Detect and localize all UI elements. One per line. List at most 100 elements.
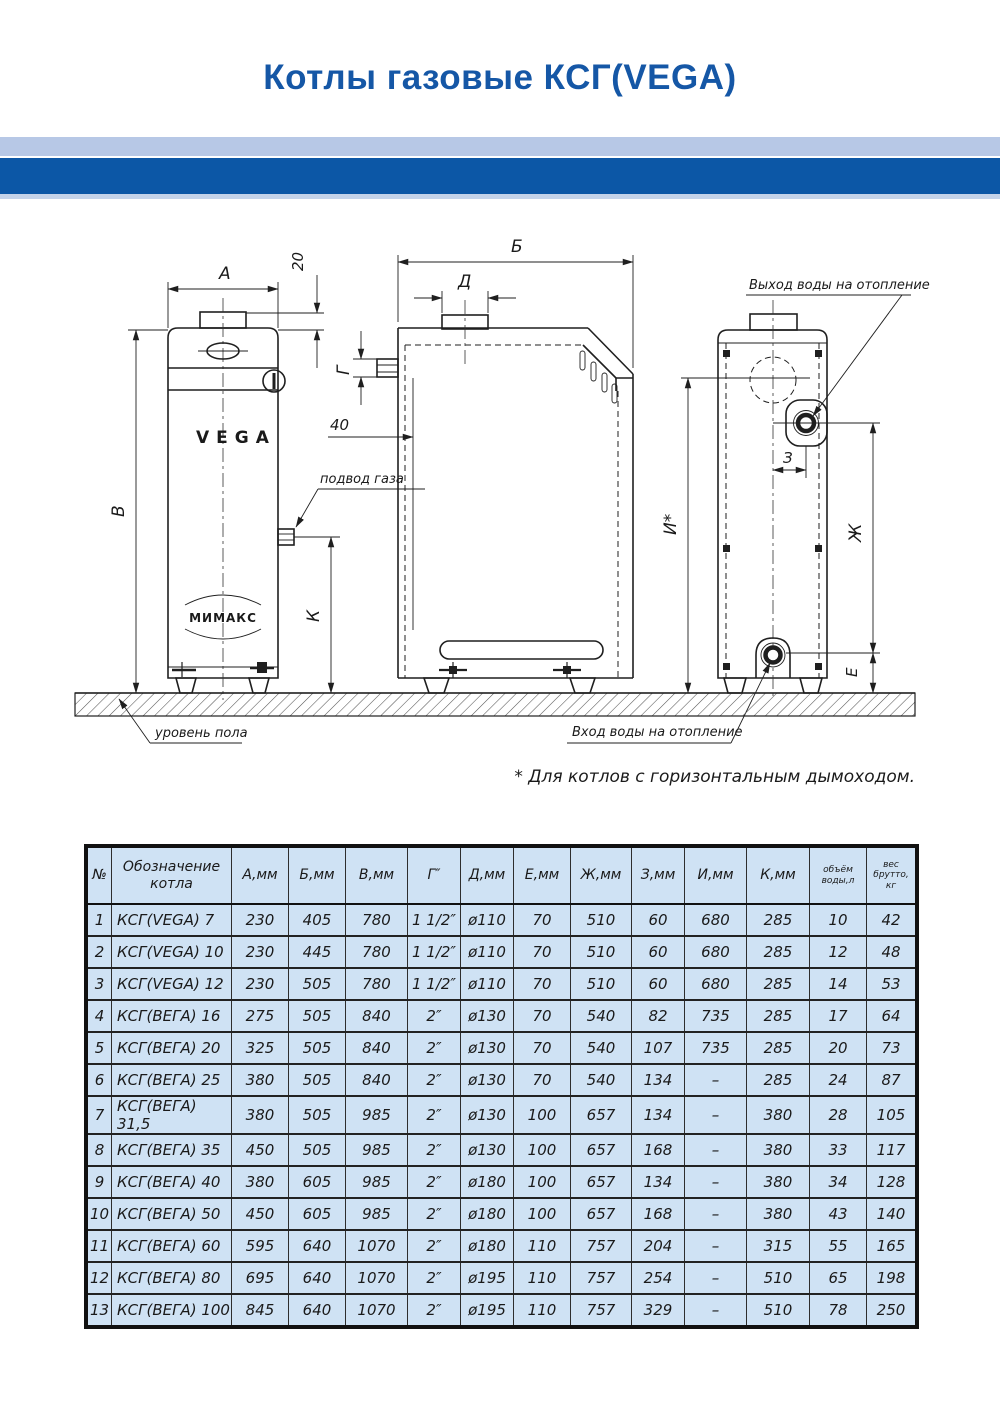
dim-label-a: А xyxy=(218,264,231,284)
table-cell: 505 xyxy=(288,1063,346,1097)
table-cell: 735 xyxy=(684,1031,747,1065)
table-cell: 100 xyxy=(513,1165,571,1199)
table-cell: 505 xyxy=(288,1133,346,1167)
table-cell: 60 xyxy=(631,967,685,1001)
table-cell: 780 xyxy=(345,935,408,969)
table-cell: 110 xyxy=(513,1261,571,1295)
table-cell: 10 xyxy=(86,1197,112,1231)
table-cell: КСГ(ВЕГА) 80 xyxy=(111,1261,232,1295)
table-cell: 3 xyxy=(86,967,112,1001)
brand-label: VEGA xyxy=(196,428,276,448)
table-cell: 605 xyxy=(288,1165,346,1199)
table-cell: 2″ xyxy=(407,999,461,1033)
table-cell: 1070 xyxy=(345,1293,408,1328)
table-cell: 117 xyxy=(866,1133,917,1167)
table-cell: 8 xyxy=(86,1133,112,1167)
table-cell: 595 xyxy=(231,1229,289,1263)
table-cell: – xyxy=(684,1261,747,1295)
table-cell: 2″ xyxy=(407,1133,461,1167)
table-cell: 285 xyxy=(746,967,810,1001)
table-cell: 985 xyxy=(345,1095,408,1135)
table-cell: 540 xyxy=(570,1063,632,1097)
table-cell: 140 xyxy=(866,1197,917,1231)
table-cell: 1 1/2″ xyxy=(407,903,461,937)
table-cell: КСГ(ВЕГА) 31,5 xyxy=(111,1095,232,1135)
table-cell: 780 xyxy=(345,967,408,1001)
table-cell: 329 xyxy=(631,1293,685,1328)
table-cell: КСГ(ВЕГА) 50 xyxy=(111,1197,232,1231)
table-header-cell: И,мм xyxy=(684,846,747,905)
dim-label-v: В xyxy=(109,505,129,517)
table-cell: 230 xyxy=(231,967,289,1001)
dim-label-20: 20 xyxy=(289,252,307,271)
table-cell: 2″ xyxy=(407,1261,461,1295)
table-cell: 198 xyxy=(866,1261,917,1295)
table-cell: 450 xyxy=(231,1197,289,1231)
dim-label-e: Е xyxy=(843,667,861,677)
table-cell: 34 xyxy=(809,1165,867,1199)
table-cell: 640 xyxy=(288,1261,346,1295)
table-cell: 204 xyxy=(631,1229,685,1263)
table-cell: 73 xyxy=(866,1031,917,1065)
table-cell: 285 xyxy=(746,1031,810,1065)
table-cell: 505 xyxy=(288,967,346,1001)
table-cell: 640 xyxy=(288,1293,346,1328)
table-cell: – xyxy=(684,1133,747,1167)
decor-band-light-thin xyxy=(0,194,1000,199)
table-cell: 43 xyxy=(809,1197,867,1231)
table-cell: 2″ xyxy=(407,1197,461,1231)
table-cell: 48 xyxy=(866,935,917,969)
table-cell: ø195 xyxy=(460,1293,514,1328)
table-cell: 2″ xyxy=(407,1095,461,1135)
drawing-footnote: * Для котлов с горизонтальным дымоходом. xyxy=(514,767,915,787)
table-cell: 985 xyxy=(345,1165,408,1199)
decor-band-light xyxy=(0,137,1000,156)
table-cell: 12 xyxy=(809,935,867,969)
water-outlet-label: Выход воды на отопление xyxy=(749,278,930,293)
dim-label-z: З xyxy=(783,449,793,467)
dim-label-b: Б xyxy=(511,237,523,257)
floor-hatch: уровень пола xyxy=(74,692,916,744)
decor-band-dark xyxy=(0,158,1000,194)
table-cell: ø180 xyxy=(460,1229,514,1263)
table-cell: 510 xyxy=(570,935,632,969)
table-cell: 680 xyxy=(684,967,747,1001)
table-cell: – xyxy=(684,1063,747,1097)
table-cell: 70 xyxy=(513,1063,571,1097)
table-header-cell: объём воды,л xyxy=(809,846,867,905)
table-cell: 70 xyxy=(513,903,571,937)
table-cell: 110 xyxy=(513,1293,571,1328)
dim-label-d: Д xyxy=(457,272,471,292)
table-cell: 680 xyxy=(684,935,747,969)
dim-label-i: И* xyxy=(661,514,681,535)
table-cell: 605 xyxy=(288,1197,346,1231)
dim-label-zh: Ж xyxy=(846,523,866,543)
table-header-cell: вес брутто, кг xyxy=(866,846,917,905)
table-cell: 110 xyxy=(513,1229,571,1263)
gas-supply-label: подвод газа xyxy=(320,472,404,487)
table-cell: 10 xyxy=(809,903,867,937)
table-cell: 840 xyxy=(345,1031,408,1065)
table-header-cell: В,мм xyxy=(345,846,408,905)
table-cell: 2″ xyxy=(407,1063,461,1097)
table-cell: 505 xyxy=(288,1031,346,1065)
table-cell: 11 xyxy=(86,1229,112,1263)
table-cell: 757 xyxy=(570,1261,632,1295)
table-cell: 380 xyxy=(746,1197,810,1231)
table-cell: 42 xyxy=(866,903,917,937)
back-view: Выход воды на отопление З Вход воды на о… xyxy=(567,278,930,744)
table-cell: 985 xyxy=(345,1133,408,1167)
table-cell: ø110 xyxy=(460,903,514,937)
table-cell: 695 xyxy=(231,1261,289,1295)
table-cell: ø110 xyxy=(460,935,514,969)
table-cell: 254 xyxy=(631,1261,685,1295)
table-cell: 134 xyxy=(631,1095,685,1135)
